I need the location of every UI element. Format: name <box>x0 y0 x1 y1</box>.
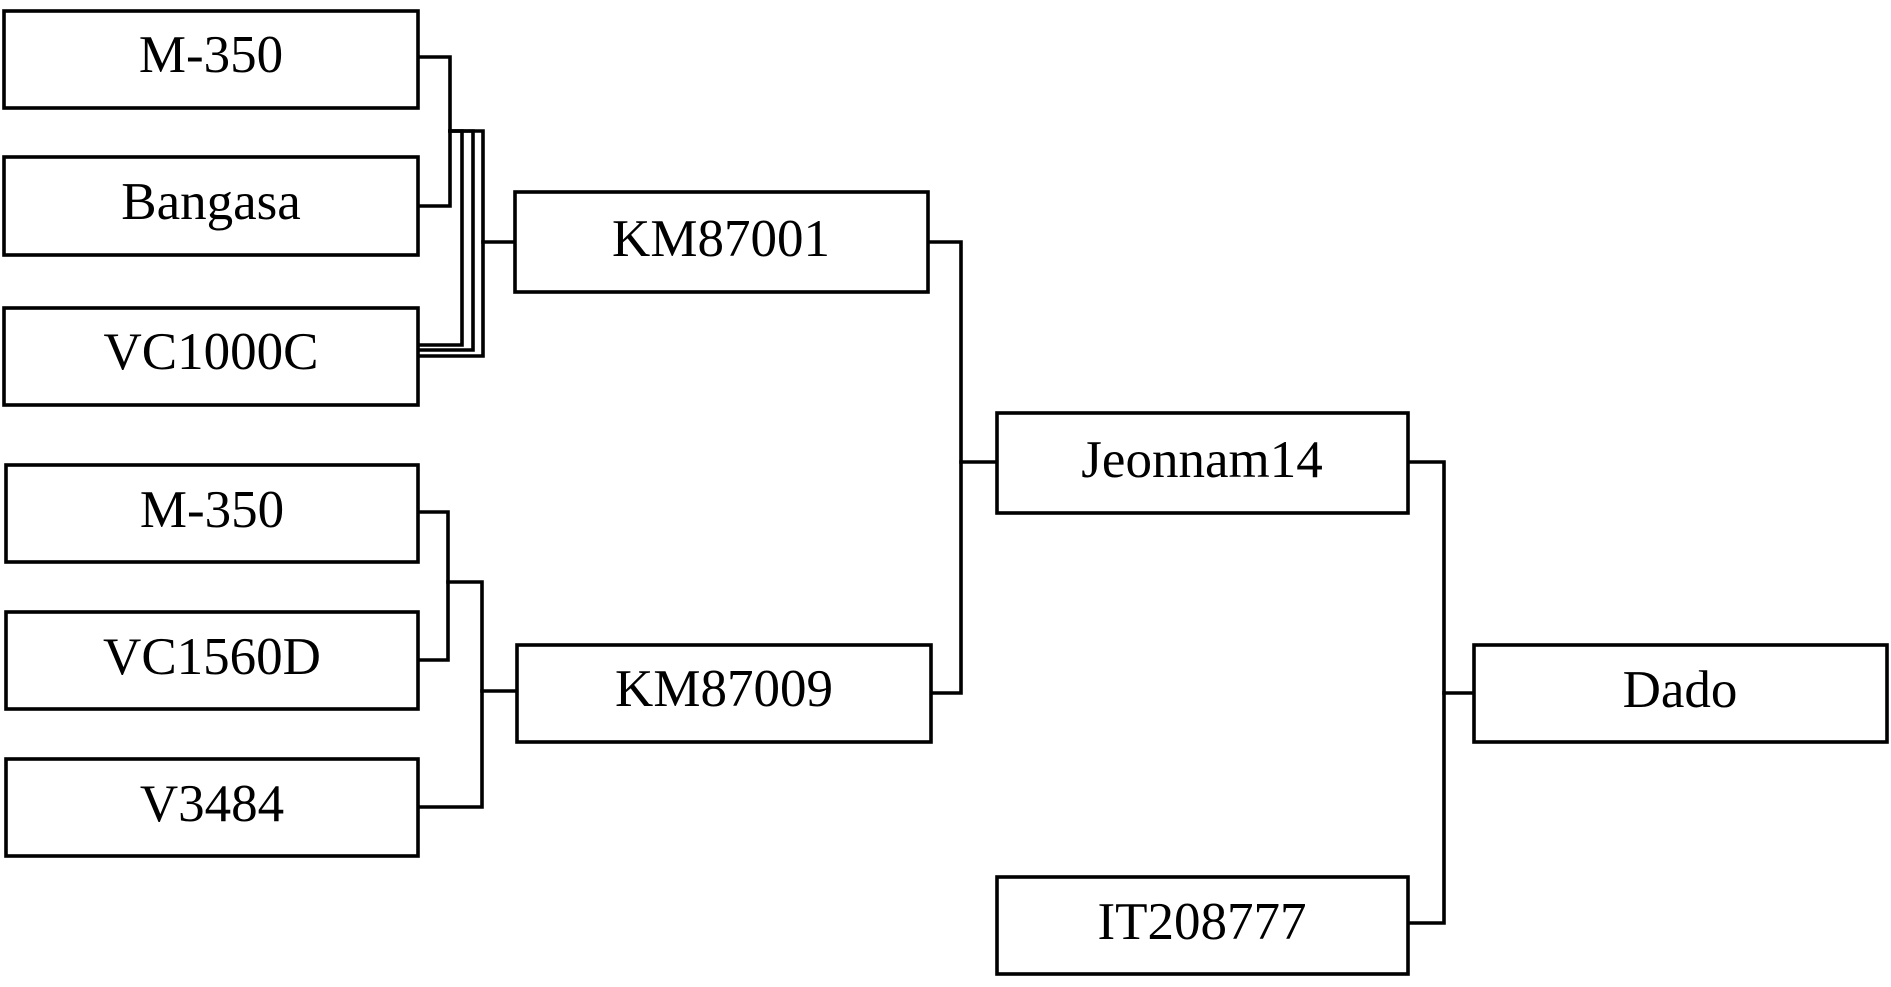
node-m350-top: M-350 <box>2 9 420 110</box>
link-m350-vc1560d <box>416 510 450 662</box>
node-it208777: IT208777 <box>995 875 1410 976</box>
svg-text:Bangasa: Bangasa <box>121 173 301 231</box>
link-vc1000c-2 <box>416 129 475 352</box>
svg-text:IT208777: IT208777 <box>1097 893 1306 951</box>
node-bangasa: Bangasa <box>2 155 420 257</box>
node-km87009: KM87009 <box>515 643 933 744</box>
node-m350-bottom: M-350 <box>4 463 420 564</box>
node-v3484: V3484 <box>4 757 420 858</box>
link-vc1000c-1 <box>416 129 464 347</box>
node-vc1560d: VC1560D <box>4 610 420 711</box>
svg-text:Dado: Dado <box>1623 661 1738 719</box>
svg-text:M-350: M-350 <box>139 26 283 84</box>
svg-text:V3484: V3484 <box>140 775 284 833</box>
node-km87001: KM87001 <box>513 190 930 294</box>
node-dado: Dado <box>1472 643 1889 744</box>
link-km87001-km87009 <box>926 240 963 695</box>
node-jeonnam14: Jeonnam14 <box>995 411 1410 515</box>
svg-text:KM87009: KM87009 <box>615 660 833 718</box>
svg-text:M-350: M-350 <box>140 481 284 539</box>
svg-text:VC1000C: VC1000C <box>104 323 319 381</box>
connector-lines <box>416 55 1476 925</box>
link-v3484 <box>416 580 484 809</box>
link-jeonnam14-it208777 <box>1406 460 1446 925</box>
svg-text:Jeonnam14: Jeonnam14 <box>1081 431 1322 489</box>
node-vc1000c: VC1000C <box>2 306 420 407</box>
svg-text:VC1560D: VC1560D <box>103 628 321 686</box>
svg-text:KM87001: KM87001 <box>612 210 830 268</box>
link-m350-bangasa <box>416 55 452 208</box>
